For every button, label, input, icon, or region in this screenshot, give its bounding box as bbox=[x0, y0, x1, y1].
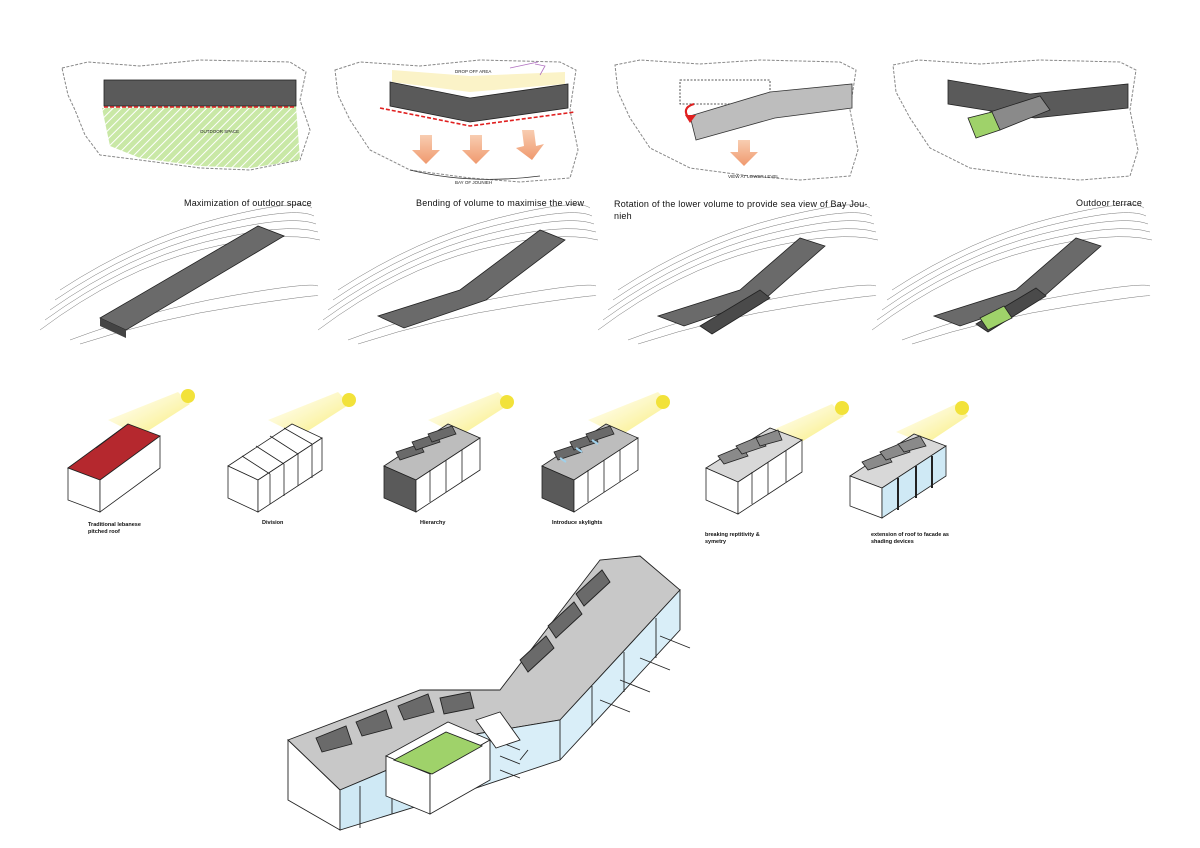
outdoor-space-area bbox=[102, 106, 300, 168]
label-view-lower: VIEW AT LOWER LEVEL bbox=[728, 174, 779, 179]
sun-icon bbox=[181, 389, 195, 403]
sun-icon bbox=[835, 401, 849, 415]
caption-roof-skylights: Introduce skylights bbox=[552, 520, 603, 526]
label-outdoor-space: OUTDOOR SPACE bbox=[200, 129, 239, 134]
caption-roof-shading: extension of roof to facade as shading d… bbox=[871, 532, 949, 545]
label-bay: BAY OF JOUNIEH bbox=[455, 180, 492, 185]
sun-icon bbox=[955, 401, 969, 415]
topo-volume-3 bbox=[699, 289, 771, 335]
topo-volume-1 bbox=[99, 225, 285, 331]
house-hierarchy bbox=[383, 423, 481, 513]
sun-rays bbox=[108, 392, 968, 444]
caption-terrace: Outdoor terrace bbox=[1076, 198, 1143, 208]
house-shading bbox=[849, 433, 947, 519]
caption-rotation: Rotation of the lower volume to provide … bbox=[614, 199, 868, 221]
sun-icon bbox=[500, 395, 514, 409]
house-division bbox=[227, 423, 323, 513]
site-plan-outdoor-space bbox=[61, 59, 311, 171]
site-plan-rotation bbox=[614, 59, 859, 181]
caption-bending: Bending of volume to maximise the view bbox=[416, 198, 585, 208]
site-plan-bending bbox=[334, 59, 579, 183]
building-volume bbox=[103, 79, 297, 107]
caption-roof-division: Division bbox=[262, 520, 284, 526]
caption-roof-hierarchy: Hierarchy bbox=[420, 520, 446, 526]
house-asymmetry bbox=[705, 427, 803, 515]
outdoor-terrace-area bbox=[967, 111, 1001, 139]
house-traditional bbox=[67, 423, 161, 513]
caption-roof-traditional: Traditional lebanese pitched roof bbox=[88, 522, 141, 535]
caption-maximization: Maximization of outdoor space bbox=[184, 198, 312, 208]
topo-axo-4 bbox=[871, 204, 1153, 345]
rotated-volume bbox=[689, 83, 853, 141]
bent-volume bbox=[389, 81, 569, 123]
site-plan-terrace bbox=[892, 59, 1139, 181]
house-skylights bbox=[541, 423, 639, 513]
topo-volume-2 bbox=[376, 229, 566, 329]
sun-icon bbox=[342, 393, 356, 407]
label-drop-off: DROP OFF AREA bbox=[455, 69, 491, 74]
topo-axo-3 bbox=[597, 204, 879, 345]
final-terrace bbox=[392, 731, 484, 775]
sun-icon bbox=[656, 395, 670, 409]
caption-roof-symmetry: breaking reptitivity & symetry bbox=[705, 532, 760, 545]
final-axonometric bbox=[287, 555, 691, 831]
topo-axo-2 bbox=[317, 204, 599, 345]
topo-terrace bbox=[979, 305, 1013, 331]
